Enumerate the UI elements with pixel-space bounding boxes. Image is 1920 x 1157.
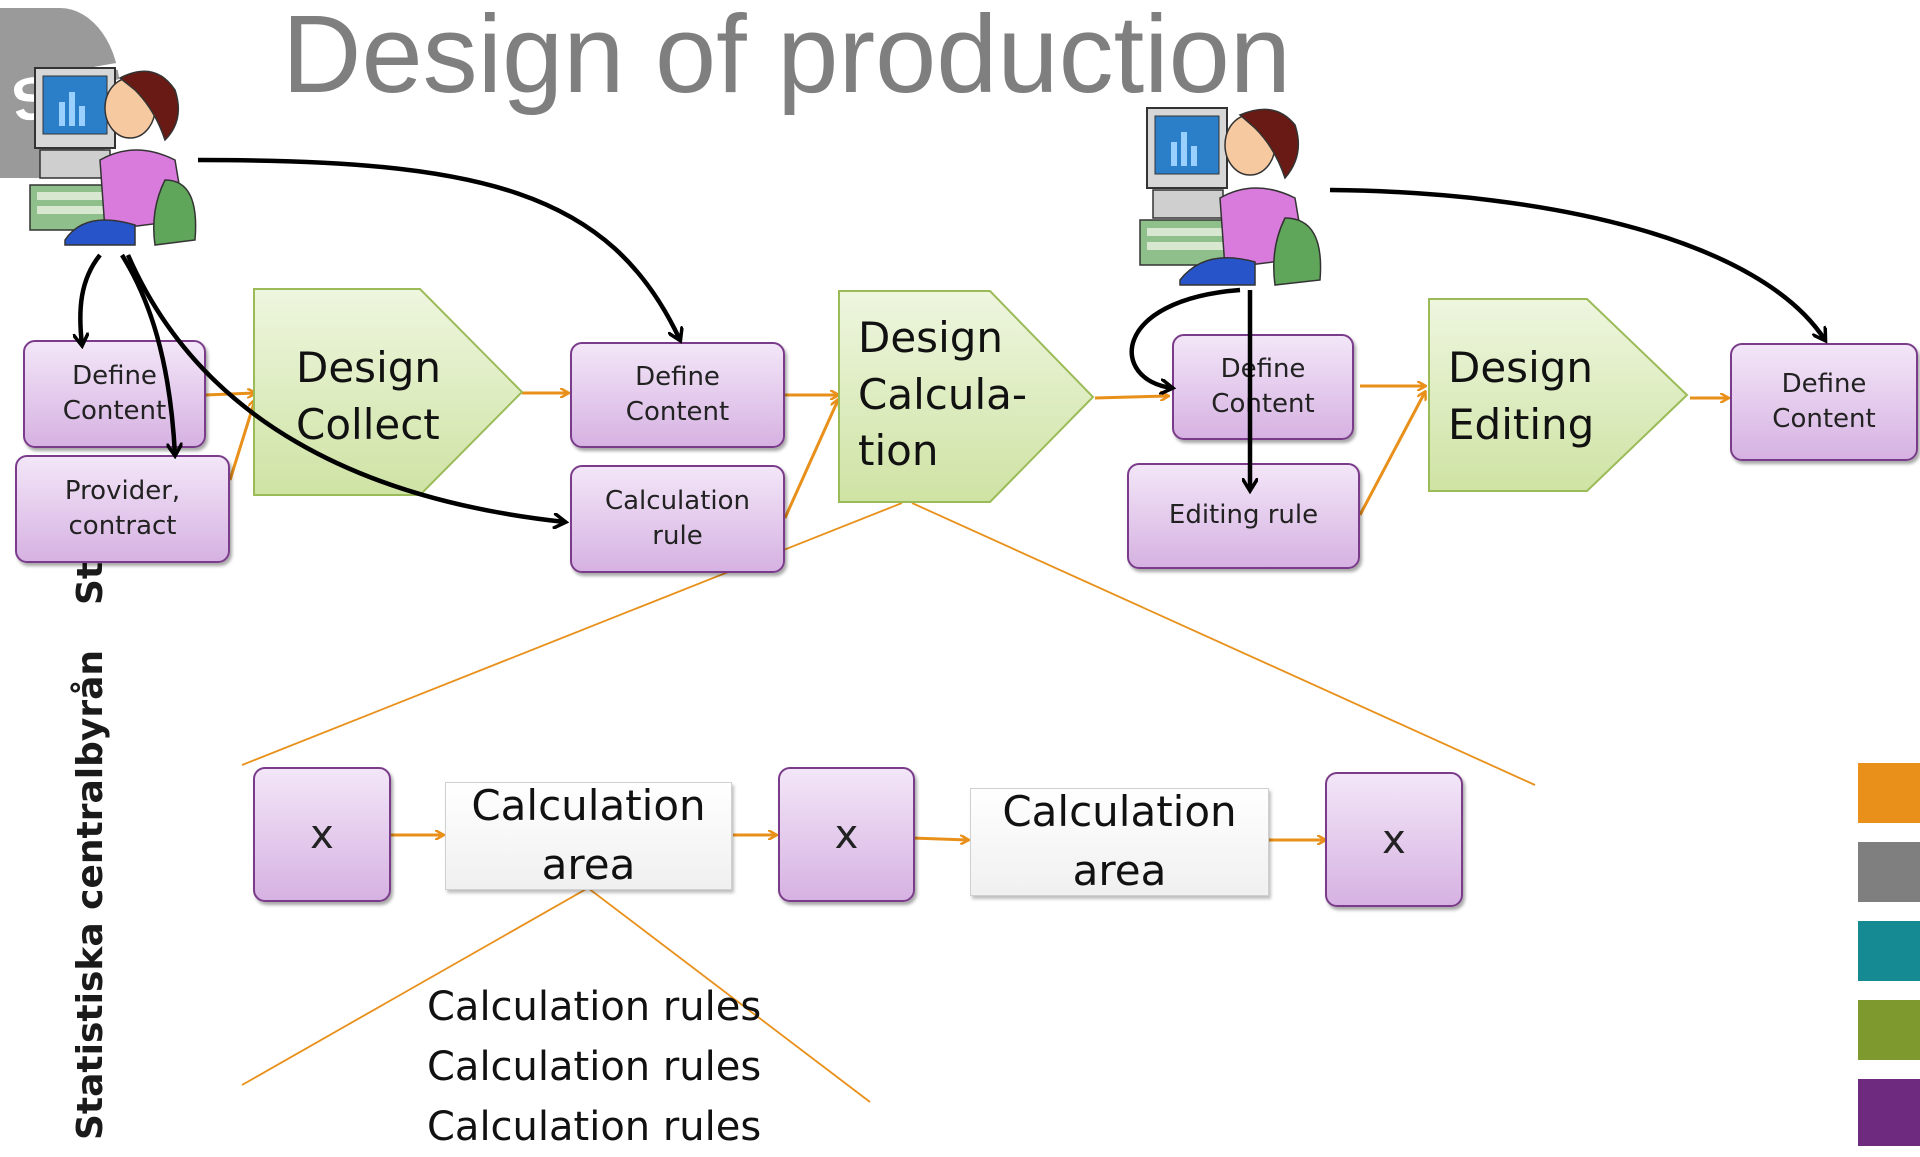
design-collect-arrow <box>253 288 524 496</box>
calculation-rules-item: Calculation rules <box>427 1104 762 1150</box>
calculation-rule-box[interactable]: Calculation rule <box>570 465 785 573</box>
calculation-area-box-1[interactable]: Calculation area <box>445 781 732 890</box>
calculation-area-box-2[interactable]: Calculation area <box>970 787 1269 896</box>
editing-rule-label: Editing rule <box>1168 500 1319 531</box>
define-content-box-4-label: Define Content <box>1772 368 1876 434</box>
design-calculation-arrow <box>838 290 1095 503</box>
define-content-box-4[interactable]: Define Content <box>1730 343 1918 461</box>
design-collect-label: Design Collect <box>296 343 442 449</box>
page-title: Design of production <box>282 0 1291 116</box>
define-content-box-2[interactable]: Define Content <box>570 342 785 448</box>
x-box-2-label: x <box>834 811 859 858</box>
color-swatch-teal <box>1858 921 1920 981</box>
color-swatch-grey <box>1858 842 1920 902</box>
provider-contract-box[interactable]: Provider, contract <box>15 455 230 563</box>
define-content-box-1-label: Define Content <box>62 360 167 426</box>
computer-user-icon <box>1139 107 1322 286</box>
define-content-box-2-label: Define Content <box>625 361 730 427</box>
calculation-area-1-label: Calculation area <box>471 781 706 889</box>
define-content-box-3[interactable]: Define Content <box>1172 334 1354 440</box>
design-editing-label: Design Editing <box>1448 343 1595 449</box>
design-editing-arrow <box>1428 298 1689 492</box>
x-box-1-label: x <box>310 811 334 858</box>
x-box-3[interactable]: x <box>1325 772 1463 907</box>
color-swatch-orange <box>1858 763 1920 823</box>
calculation-rule-label: Calculation rule <box>604 485 751 551</box>
provider-contract-label: Provider, contract <box>64 475 181 541</box>
define-content-box-3-label: Define Content <box>1211 353 1315 419</box>
calculation-area-2-label: Calculation area <box>1002 787 1237 895</box>
x-box-3-label: x <box>1382 816 1406 863</box>
color-swatch-purple <box>1858 1079 1920 1146</box>
color-swatch-olive <box>1858 1000 1920 1060</box>
calculation-rules-item: Calculation rules <box>427 984 762 1030</box>
x-box-2[interactable]: x <box>778 767 915 902</box>
computer-user-icon <box>29 67 197 246</box>
calculation-rules-item: Calculation rules <box>427 1044 762 1090</box>
calculation-rules-list: Calculation rules Calculation rules Calc… <box>427 977 761 1157</box>
design-calculation-label: Design Calcula- tion <box>858 313 1028 476</box>
x-box-1[interactable]: x <box>253 767 391 902</box>
